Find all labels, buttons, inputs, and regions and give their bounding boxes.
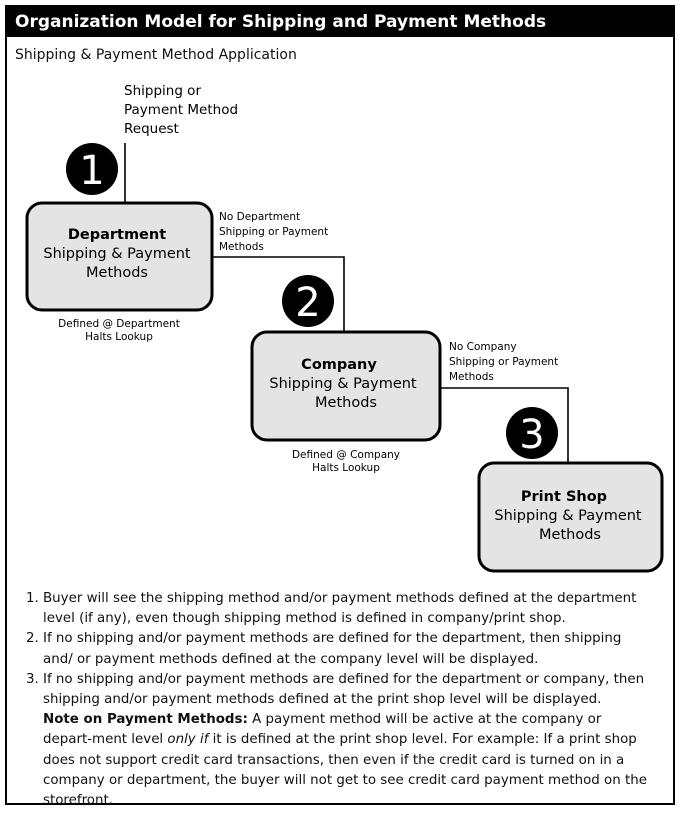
diagram-subtitle: Shipping & Payment Method Application bbox=[15, 47, 297, 63]
print-shop-box-line-1: Shipping & Payment bbox=[494, 508, 642, 524]
payment-note-text-after: it is defined at the print shop level. F… bbox=[43, 732, 647, 809]
request-label-line-3: Request bbox=[124, 121, 179, 137]
step-badge-1 bbox=[66, 143, 118, 195]
request-label-line-2: Payment Method bbox=[124, 102, 238, 118]
no-department-label-1: No Department bbox=[219, 211, 300, 223]
company-halts-label: Halts Lookup bbox=[312, 462, 380, 474]
company-box bbox=[250, 330, 442, 442]
step-number-1: 1 bbox=[79, 148, 104, 194]
note-item-3: If no shipping and/or payment methods ar… bbox=[43, 670, 649, 811]
no-company-label-2: Shipping or Payment bbox=[449, 356, 558, 368]
dept-to-company-connector bbox=[212, 256, 345, 332]
figure-title: Organization Model for Shipping and Paym… bbox=[7, 7, 673, 37]
flow-diagram: Shipping or Payment Method Request 1 Dep… bbox=[25, 83, 664, 573]
company-box-title: Company bbox=[301, 357, 377, 373]
department-box-title: Department bbox=[68, 227, 166, 243]
print-shop-box bbox=[477, 461, 664, 573]
step-number-2: 2 bbox=[295, 280, 320, 326]
step-badge-3 bbox=[506, 407, 558, 459]
no-department-label-3: Methods bbox=[219, 241, 264, 253]
department-halts-label: Halts Lookup bbox=[85, 331, 153, 343]
no-company-label-3: Methods bbox=[449, 371, 494, 383]
print-shop-box-title: Print Shop bbox=[521, 489, 607, 505]
payment-note-emphasis: only if bbox=[167, 732, 209, 748]
note-item-2: If no shipping and/or payment methods ar… bbox=[43, 629, 649, 669]
step-badge-2 bbox=[282, 275, 334, 327]
department-defined-label: Defined @ Department bbox=[58, 318, 180, 330]
company-to-printshop-connector bbox=[440, 387, 569, 463]
notes-list: Buyer will see the shipping method and/o… bbox=[19, 589, 649, 811]
figure-frame: Organization Model for Shipping and Paym… bbox=[5, 5, 675, 808]
department-box-line-2: Methods bbox=[86, 265, 148, 281]
no-department-label-2: Shipping or Payment bbox=[219, 226, 328, 238]
department-box bbox=[25, 201, 214, 312]
company-defined-label: Defined @ Company bbox=[292, 449, 400, 461]
print-shop-box-line-2: Methods bbox=[539, 527, 601, 543]
company-box-line-1: Shipping & Payment bbox=[269, 376, 417, 392]
department-box-line-1: Shipping & Payment bbox=[43, 246, 191, 262]
note-item-3-text: If no shipping and/or payment methods ar… bbox=[43, 671, 645, 708]
note-item-1: Buyer will see the shipping method and/o… bbox=[43, 589, 649, 629]
payment-note-text-before: A payment method will be active at the c… bbox=[43, 712, 602, 748]
request-label-line-1: Shipping or bbox=[124, 83, 201, 99]
payment-note-label: Note on Payment Methods: bbox=[43, 712, 248, 728]
company-box-line-2: Methods bbox=[315, 395, 377, 411]
step-number-3: 3 bbox=[519, 412, 544, 458]
no-company-label-1: No Company bbox=[449, 341, 517, 353]
